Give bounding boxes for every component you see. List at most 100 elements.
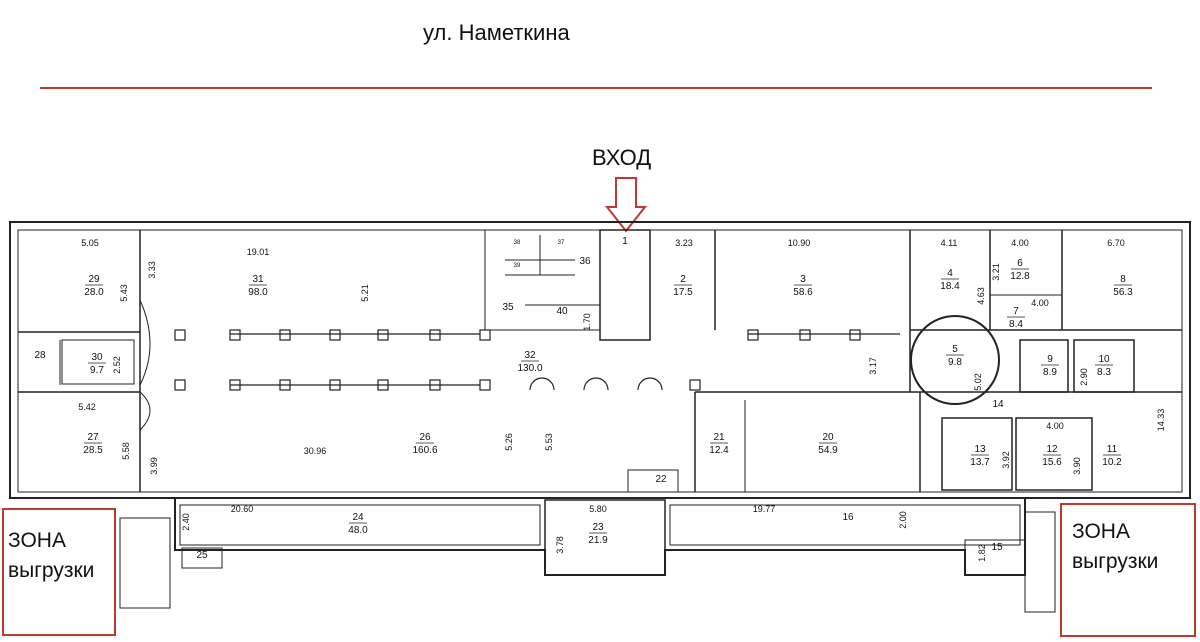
room-number: 10 <box>1098 354 1110 365</box>
room-number: 9 <box>1047 354 1053 365</box>
dimension-label: 6.70 <box>1107 238 1125 248</box>
entrance-arrow-icon <box>604 177 648 233</box>
columns <box>174 329 900 391</box>
room-number: 4 <box>947 268 953 279</box>
room-area: 9.8 <box>948 357 962 368</box>
room-number: 16 <box>842 512 854 523</box>
room-area: 130.0 <box>517 363 542 374</box>
dimension-label: 5.02 <box>973 373 983 391</box>
room-area: 10.2 <box>1102 457 1122 468</box>
dimension-label: 4.11 <box>941 238 958 248</box>
dimension-label: 5.26 <box>504 433 514 451</box>
room-number: 5 <box>952 344 958 355</box>
dimension-label: 3.92 <box>1001 451 1011 469</box>
room-area: 17.5 <box>673 287 693 298</box>
room-area: 12.8 <box>1010 271 1030 282</box>
room-number: 29 <box>88 274 100 285</box>
dimension-label: 3.21 <box>991 263 1001 281</box>
street-name: ул. Наметкина <box>423 20 570 45</box>
room-area: 9.7 <box>90 365 104 376</box>
room-number: 15 <box>991 542 1003 553</box>
dimension-label: 20.60 <box>231 504 254 514</box>
dimension-label: 1.70 <box>582 313 592 331</box>
room-number: 1 <box>622 236 628 247</box>
room-number: 22 <box>655 474 667 485</box>
room-number: 23 <box>592 522 604 533</box>
room-area: 18.4 <box>940 281 960 292</box>
room-number: 36 <box>579 256 591 267</box>
dimension-label: 5.53 <box>544 433 554 451</box>
stairs-left <box>119 517 171 609</box>
dimension-label: 19.01 <box>247 247 270 257</box>
entrance-label: ВХОД <box>592 145 652 170</box>
stairs-right <box>1024 511 1056 613</box>
room-number: 21 <box>713 432 725 443</box>
room-number: 2 <box>680 274 686 285</box>
outer-wall <box>9 221 1191 499</box>
room-number: 7 <box>1013 306 1019 317</box>
room-number: 3 <box>800 274 806 285</box>
room-number: 12 <box>1046 444 1058 455</box>
room-number: 30 <box>91 352 103 363</box>
dimension-label: 3.33 <box>147 261 157 279</box>
dimension-label: 5.80 <box>589 504 607 514</box>
room-number: 26 <box>419 432 431 443</box>
dimension-label: 4.00 <box>1011 238 1029 248</box>
zone-right-line-2: выгрузки <box>1072 550 1159 573</box>
zone-left-line-1: ЗОНА <box>8 529 66 552</box>
room-area: 8.9 <box>1043 367 1057 378</box>
room-area: 48.0 <box>348 525 368 536</box>
dimension-label: 10.90 <box>788 238 811 248</box>
dimension-label: 3.78 <box>555 536 565 554</box>
dimension-label: 2.00 <box>898 511 908 529</box>
room-number: 39 <box>514 263 521 269</box>
room-area: 54.9 <box>818 445 838 456</box>
room-area: 13.7 <box>970 457 990 468</box>
room-number: 35 <box>502 302 514 313</box>
walls <box>9 221 1191 613</box>
room-number: 8 <box>1120 274 1126 285</box>
dimension-label: 4.00 <box>1046 421 1064 431</box>
room-number: 6 <box>1017 258 1023 269</box>
dimension-label: 5.43 <box>119 284 129 302</box>
room-number: 37 <box>558 240 565 246</box>
room-number: 40 <box>556 306 568 317</box>
room-number: 38 <box>514 240 521 246</box>
room-area: 21.9 <box>588 535 608 546</box>
round-room <box>910 315 1000 405</box>
unloading-zone-right: ЗОНА выгрузки <box>1060 503 1196 637</box>
dimension-label: 19.77 <box>753 504 776 514</box>
room-number: 24 <box>352 512 364 523</box>
dimension-label: 30.96 <box>304 446 327 456</box>
room-area: 28.5 <box>83 445 103 456</box>
room-area: 98.0 <box>248 287 268 298</box>
room-area: 8.3 <box>1097 367 1111 378</box>
room-area: 15.6 <box>1042 457 1062 468</box>
dimension-label: 4.63 <box>976 287 986 305</box>
room-number: 25 <box>196 550 208 561</box>
dimension-label: 4.00 <box>1031 298 1049 308</box>
room-area: 8.4 <box>1009 319 1023 330</box>
room-number: 31 <box>252 274 264 285</box>
dimension-label: 2.90 <box>1079 368 1089 386</box>
room-number: 28 <box>34 350 46 361</box>
dimension-label: 1.82 <box>977 544 987 562</box>
dimension-label: 5.21 <box>360 284 370 302</box>
room-number: 13 <box>974 444 986 455</box>
dimension-label: 14.33 <box>1156 409 1166 432</box>
dimension-label: 3.99 <box>149 457 159 475</box>
room-number: 27 <box>87 432 99 443</box>
room-area: 160.6 <box>412 445 437 456</box>
room-area: 12.4 <box>709 445 729 456</box>
room-area: 28.0 <box>84 287 104 298</box>
dimension-label: 5.42 <box>78 402 96 412</box>
room-number: 11 <box>1107 444 1118 455</box>
dimension-label: 2.40 <box>181 513 191 531</box>
dimension-label: 3.90 <box>1072 457 1082 475</box>
room-area: 58.6 <box>793 287 813 298</box>
dimension-label: 5.05 <box>81 238 99 248</box>
zone-left-line-2: выгрузки <box>8 559 95 582</box>
